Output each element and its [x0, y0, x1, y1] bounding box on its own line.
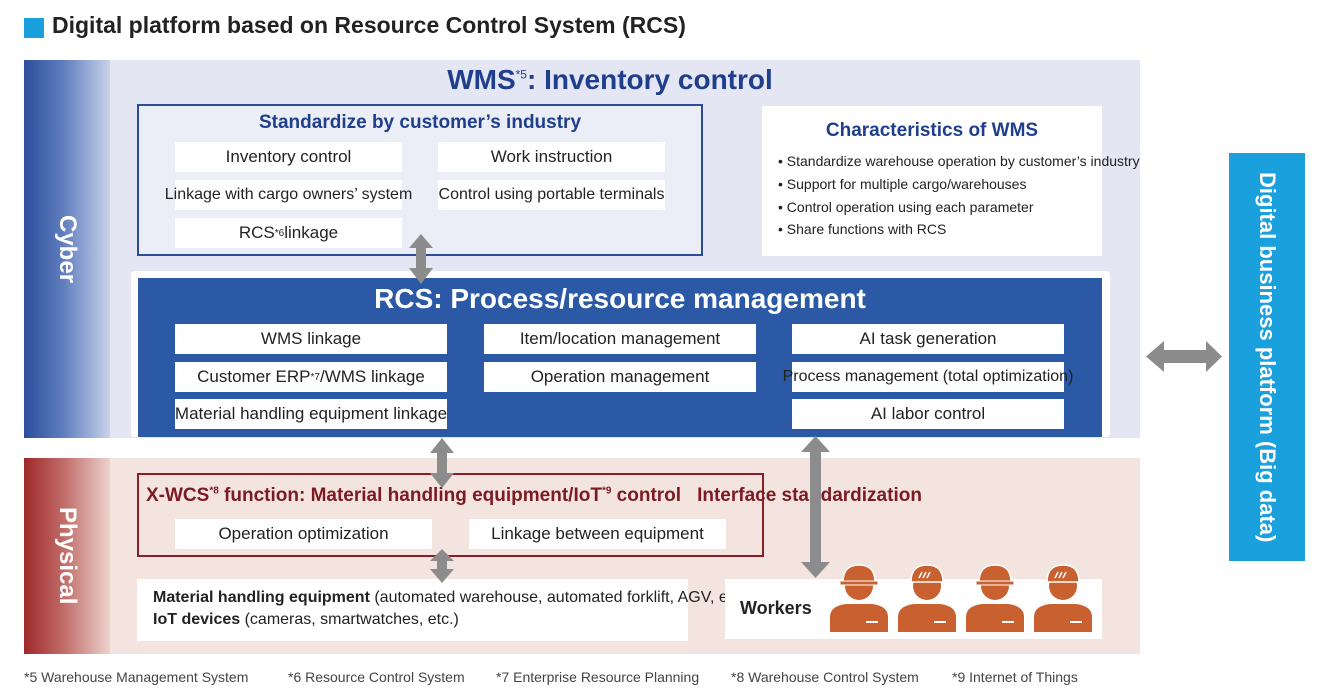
erp-footnote-ref: *7: [310, 371, 320, 383]
characteristics-item: • Standardize warehouse operation by cus…: [778, 153, 1140, 169]
page-title: Digital platform based on Resource Contr…: [52, 12, 686, 38]
erp-suffix: /WMS linkage: [319, 367, 425, 386]
mhe-line: Material handling equipment (automated w…: [153, 589, 750, 607]
mhe-bold: Material handling equipment: [153, 589, 370, 606]
wms-title-suffix: : Inventory control: [526, 64, 773, 95]
cyber-platform-arrow-icon: [1146, 341, 1222, 372]
wcs-footnote-ref: *8: [209, 485, 219, 497]
characteristics-item: • Control operation using each parameter: [778, 199, 1034, 215]
footnote-wcs: *8 Warehouse Control System: [731, 669, 919, 685]
worker-icon: [830, 564, 888, 632]
iot-bold: IoT devices: [153, 611, 241, 628]
std-item-rcs-linkage: RCS*6 linkage: [175, 218, 402, 248]
physical-label-text: Physical: [54, 507, 81, 605]
digital-platform-label: Digital business platform (Big data): [1255, 171, 1280, 543]
title-square-icon: [24, 18, 44, 38]
rcs-title: RCS: Process/resource management: [374, 283, 866, 314]
rcs-item-ai-labor: AI labor control: [792, 399, 1064, 429]
wms-rcs-arrow-icon: [409, 234, 433, 284]
workers-label: Workers: [740, 598, 812, 618]
worker-icon: [1034, 564, 1092, 632]
rcs-item-mhe-linkage: Material handling equipment linkage: [175, 399, 447, 429]
cyber-label: Cyber: [24, 60, 110, 438]
std-item-cargo-linkage: Linkage with cargo owners’ system: [165, 180, 412, 210]
iot-line: IoT devices (cameras, smartwatches, etc.…: [153, 611, 459, 629]
physical-label: Physical: [24, 458, 110, 654]
rcs-link-label: RCS: [238, 223, 275, 242]
footnote-rcs: *6 Resource Control System: [288, 669, 465, 685]
footnote-wms: *5 Warehouse Management System: [24, 669, 249, 685]
xwcs-devices-arrow-icon: [430, 549, 454, 583]
xwcs-title-2: function: Material handling equipment/Io…: [218, 485, 602, 506]
wms-title: WMS*5: Inventory control: [300, 64, 920, 96]
erp-prefix: Customer ERP: [197, 367, 311, 386]
footnote-iot: *9 Internet of Things: [952, 669, 1078, 685]
wms-footnote-ref: *5: [515, 67, 527, 82]
std-item-work-instruction: Work instruction: [438, 142, 665, 172]
worker-icon: [898, 564, 956, 632]
xwcs-item-equipment-linkage: Linkage between equipment: [469, 519, 726, 549]
devices-box: [137, 579, 688, 641]
worker-icon: [966, 564, 1024, 632]
rcs-footnote-ref: *6: [274, 227, 285, 239]
rcs-xwcs-arrow-icon: [430, 438, 454, 488]
characteristics-item: • Support for multiple cargo/warehouses: [778, 176, 1027, 192]
rcs-item-ai-task: AI task generation: [792, 324, 1064, 354]
mhe-rest: (automated warehouse, automated forklift…: [369, 589, 750, 606]
std-item-inventory-control: Inventory control: [175, 142, 402, 172]
iot-rest: (cameras, smartwatches, etc.): [240, 611, 459, 628]
xwcs-title: X-WCS*8 function: Material handling equi…: [146, 485, 922, 507]
rcs-item-process: Process management (total optimization): [783, 362, 1073, 392]
characteristics-box: [762, 106, 1102, 256]
xwcs-title-1: X-WCS: [146, 485, 210, 506]
wms-title-main: WMS: [447, 64, 516, 95]
rcs-link-suffix: linkage: [284, 223, 339, 242]
characteristics-title: Characteristics of WMS: [825, 120, 1039, 141]
standardize-title: Standardize by customer’s industry: [258, 112, 582, 133]
characteristics-item: • Share functions with RCS: [778, 221, 947, 237]
rcs-item-item-location: Item/location management: [484, 324, 756, 354]
footnote-erp: *7 Enterprise Resource Planning: [496, 669, 700, 685]
digital-platform-box: [1229, 153, 1305, 561]
workers-icons: [830, 564, 1092, 632]
iot-footnote-ref: *9: [601, 485, 612, 497]
cyber-label-text: Cyber: [54, 214, 81, 284]
xwcs-item-optimization: Operation optimization: [175, 519, 432, 549]
rcs-item-wms-linkage: WMS linkage: [175, 324, 447, 354]
std-item-portable-terminals: Control using portable terminals: [438, 180, 665, 210]
xwcs-title-3: control: [611, 485, 682, 506]
rcs-workers-arrow-icon: [801, 436, 830, 578]
xwcs-interface: Interface standardization: [697, 485, 922, 506]
rcs-item-erp-linkage: Customer ERP*7/WMS linkage: [175, 362, 447, 392]
rcs-item-operation: Operation management: [484, 362, 756, 392]
